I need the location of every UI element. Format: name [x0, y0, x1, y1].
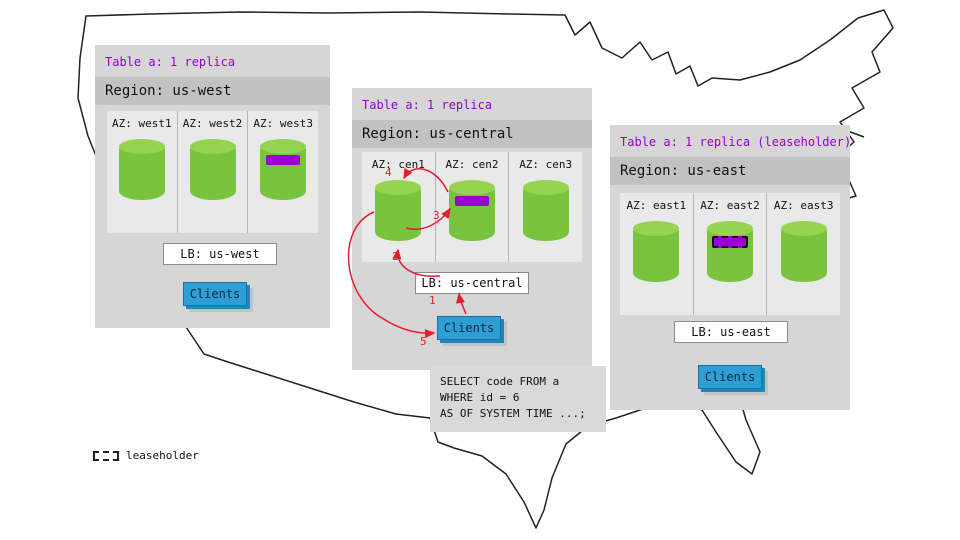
az-label: AZ: cen2: [445, 158, 499, 171]
db-cylinder: [118, 139, 165, 200]
az-column: AZ: east3: [767, 193, 840, 315]
region-panel-us-central: Table a: 1 replica Region: us-central AZ…: [352, 88, 592, 370]
table-label: Table a: 1 replica: [362, 98, 493, 112]
az-label: AZ: cen3: [519, 158, 573, 171]
az-box: AZ: east1 AZ: east2 AZ: east3: [620, 193, 840, 315]
az-label: AZ: east3: [773, 199, 834, 212]
db-cylinder: [780, 221, 827, 282]
db-cylinder: [522, 180, 569, 241]
region-label: Region: us-central: [352, 120, 592, 148]
table-label: Table a: 1 replica: [105, 55, 236, 69]
az-column: AZ: west1: [107, 111, 178, 233]
clients-box: Clients: [437, 316, 501, 340]
az-column: AZ: cen1: [362, 152, 436, 262]
db-cylinder: [189, 139, 236, 200]
az-label: AZ: west2: [182, 117, 243, 130]
region-panel-us-east: Table a: 1 replica (leaseholder) Region:…: [610, 125, 852, 410]
az-column: AZ: west2: [178, 111, 249, 233]
step-number: 5: [420, 335, 427, 348]
lb-box: LB: us-east: [674, 321, 788, 343]
step-number: 3: [433, 209, 440, 222]
clients-box: Clients: [183, 282, 247, 306]
replica-band: [455, 196, 489, 206]
region-label: Region: us-east: [610, 157, 850, 185]
sql-line: SELECT code FROM a: [440, 375, 560, 388]
step-number: 1: [429, 294, 436, 307]
az-label: AZ: west1: [112, 117, 172, 130]
az-label: AZ: cen1: [371, 158, 425, 171]
region-panel-us-west: Table a: 1 replica Region: us-west AZ: w…: [95, 45, 330, 328]
sql-query-note: SELECT code FROM a WHERE id = 6 AS OF SY…: [430, 366, 606, 432]
db-cylinder: [707, 221, 753, 282]
db-cylinder: [449, 180, 495, 241]
az-box: AZ: cen1 AZ: cen2 AZ: cen3: [362, 152, 582, 262]
lb-box: LB: us-west: [163, 243, 277, 265]
legend-label: leaseholder: [126, 449, 199, 462]
az-label: AZ: east2: [700, 199, 760, 212]
sql-line: WHERE id = 6: [440, 390, 520, 404]
az-column: AZ: west3: [248, 111, 318, 233]
db-cylinder: [260, 139, 307, 200]
az-label: AZ: east1: [626, 199, 687, 212]
az-column: AZ: east2: [694, 193, 768, 315]
region-label: Region: us-west: [95, 77, 330, 105]
step-number: 2: [392, 250, 399, 263]
step-number: 4: [385, 166, 392, 179]
db-cylinder: [375, 180, 422, 241]
clients-box: Clients: [698, 365, 762, 389]
replica-band: [266, 155, 301, 165]
az-box: AZ: west1 AZ: west2 AZ: west3: [107, 111, 318, 233]
az-column: AZ: cen2: [436, 152, 510, 262]
leaseholder-band: [712, 236, 748, 248]
db-cylinder: [633, 221, 680, 282]
az-column: AZ: east1: [620, 193, 694, 315]
legend: leaseholder: [93, 449, 199, 462]
az-column: AZ: cen3: [509, 152, 582, 262]
table-label: Table a: 1 replica (leaseholder): [620, 135, 852, 149]
sql-line: AS OF SYSTEM TIME ...;: [440, 406, 586, 420]
az-label: AZ: west3: [253, 117, 313, 130]
legend-leaseholder-swatch: [93, 450, 119, 461]
lb-box: LB: us-central: [415, 272, 529, 294]
